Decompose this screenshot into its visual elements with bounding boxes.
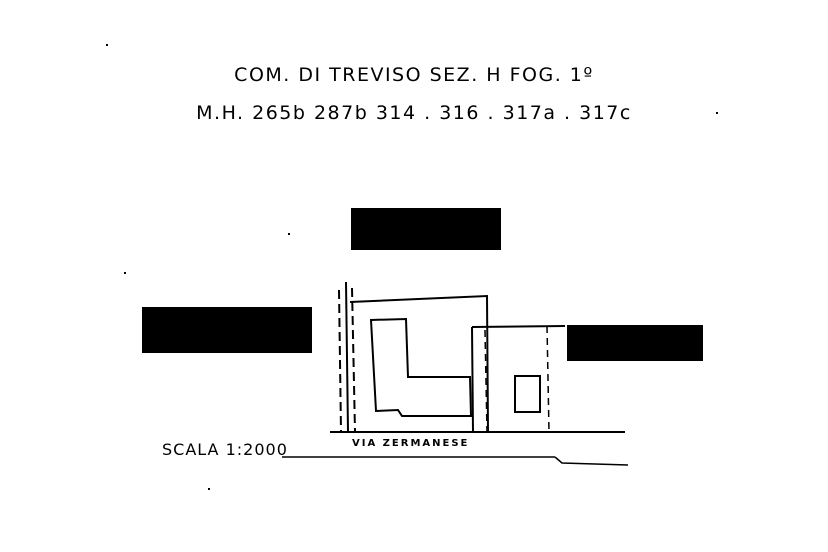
right-parcel-dashed-line	[484, 329, 488, 433]
scan-speck	[208, 488, 210, 490]
right-parcel-left-edge	[471, 326, 474, 433]
road-boundary-dashed-right	[351, 287, 356, 433]
redaction-box-top	[351, 208, 501, 250]
redaction-box-left	[142, 307, 312, 353]
right-parcel-top-edge	[471, 325, 566, 328]
main-parcel-outline	[349, 294, 489, 433]
scan-speck	[288, 233, 290, 235]
scan-speck	[106, 44, 108, 46]
small-building	[514, 375, 541, 413]
street-name-label: VIA ZERMANESE	[352, 438, 470, 449]
scan-speck	[716, 112, 718, 114]
road-boundary-dashed-left	[338, 289, 342, 433]
scale-label: SCALA 1:2000	[162, 440, 288, 459]
cadastre-reference-line-1: COM. DI TREVISO SEZ. H FOG. 1º	[234, 64, 594, 86]
street-edge-bottom-right	[554, 456, 629, 466]
cadastre-parcels-line-2: M.H. 265b 287b 314 . 316 . 317a . 317c	[196, 102, 632, 124]
l-shaped-building	[369, 317, 473, 417]
redaction-box-right	[567, 325, 703, 361]
scan-speck	[124, 272, 126, 274]
right-parcel-dashed-boundary	[546, 325, 550, 433]
road-boundary-solid	[345, 281, 349, 433]
